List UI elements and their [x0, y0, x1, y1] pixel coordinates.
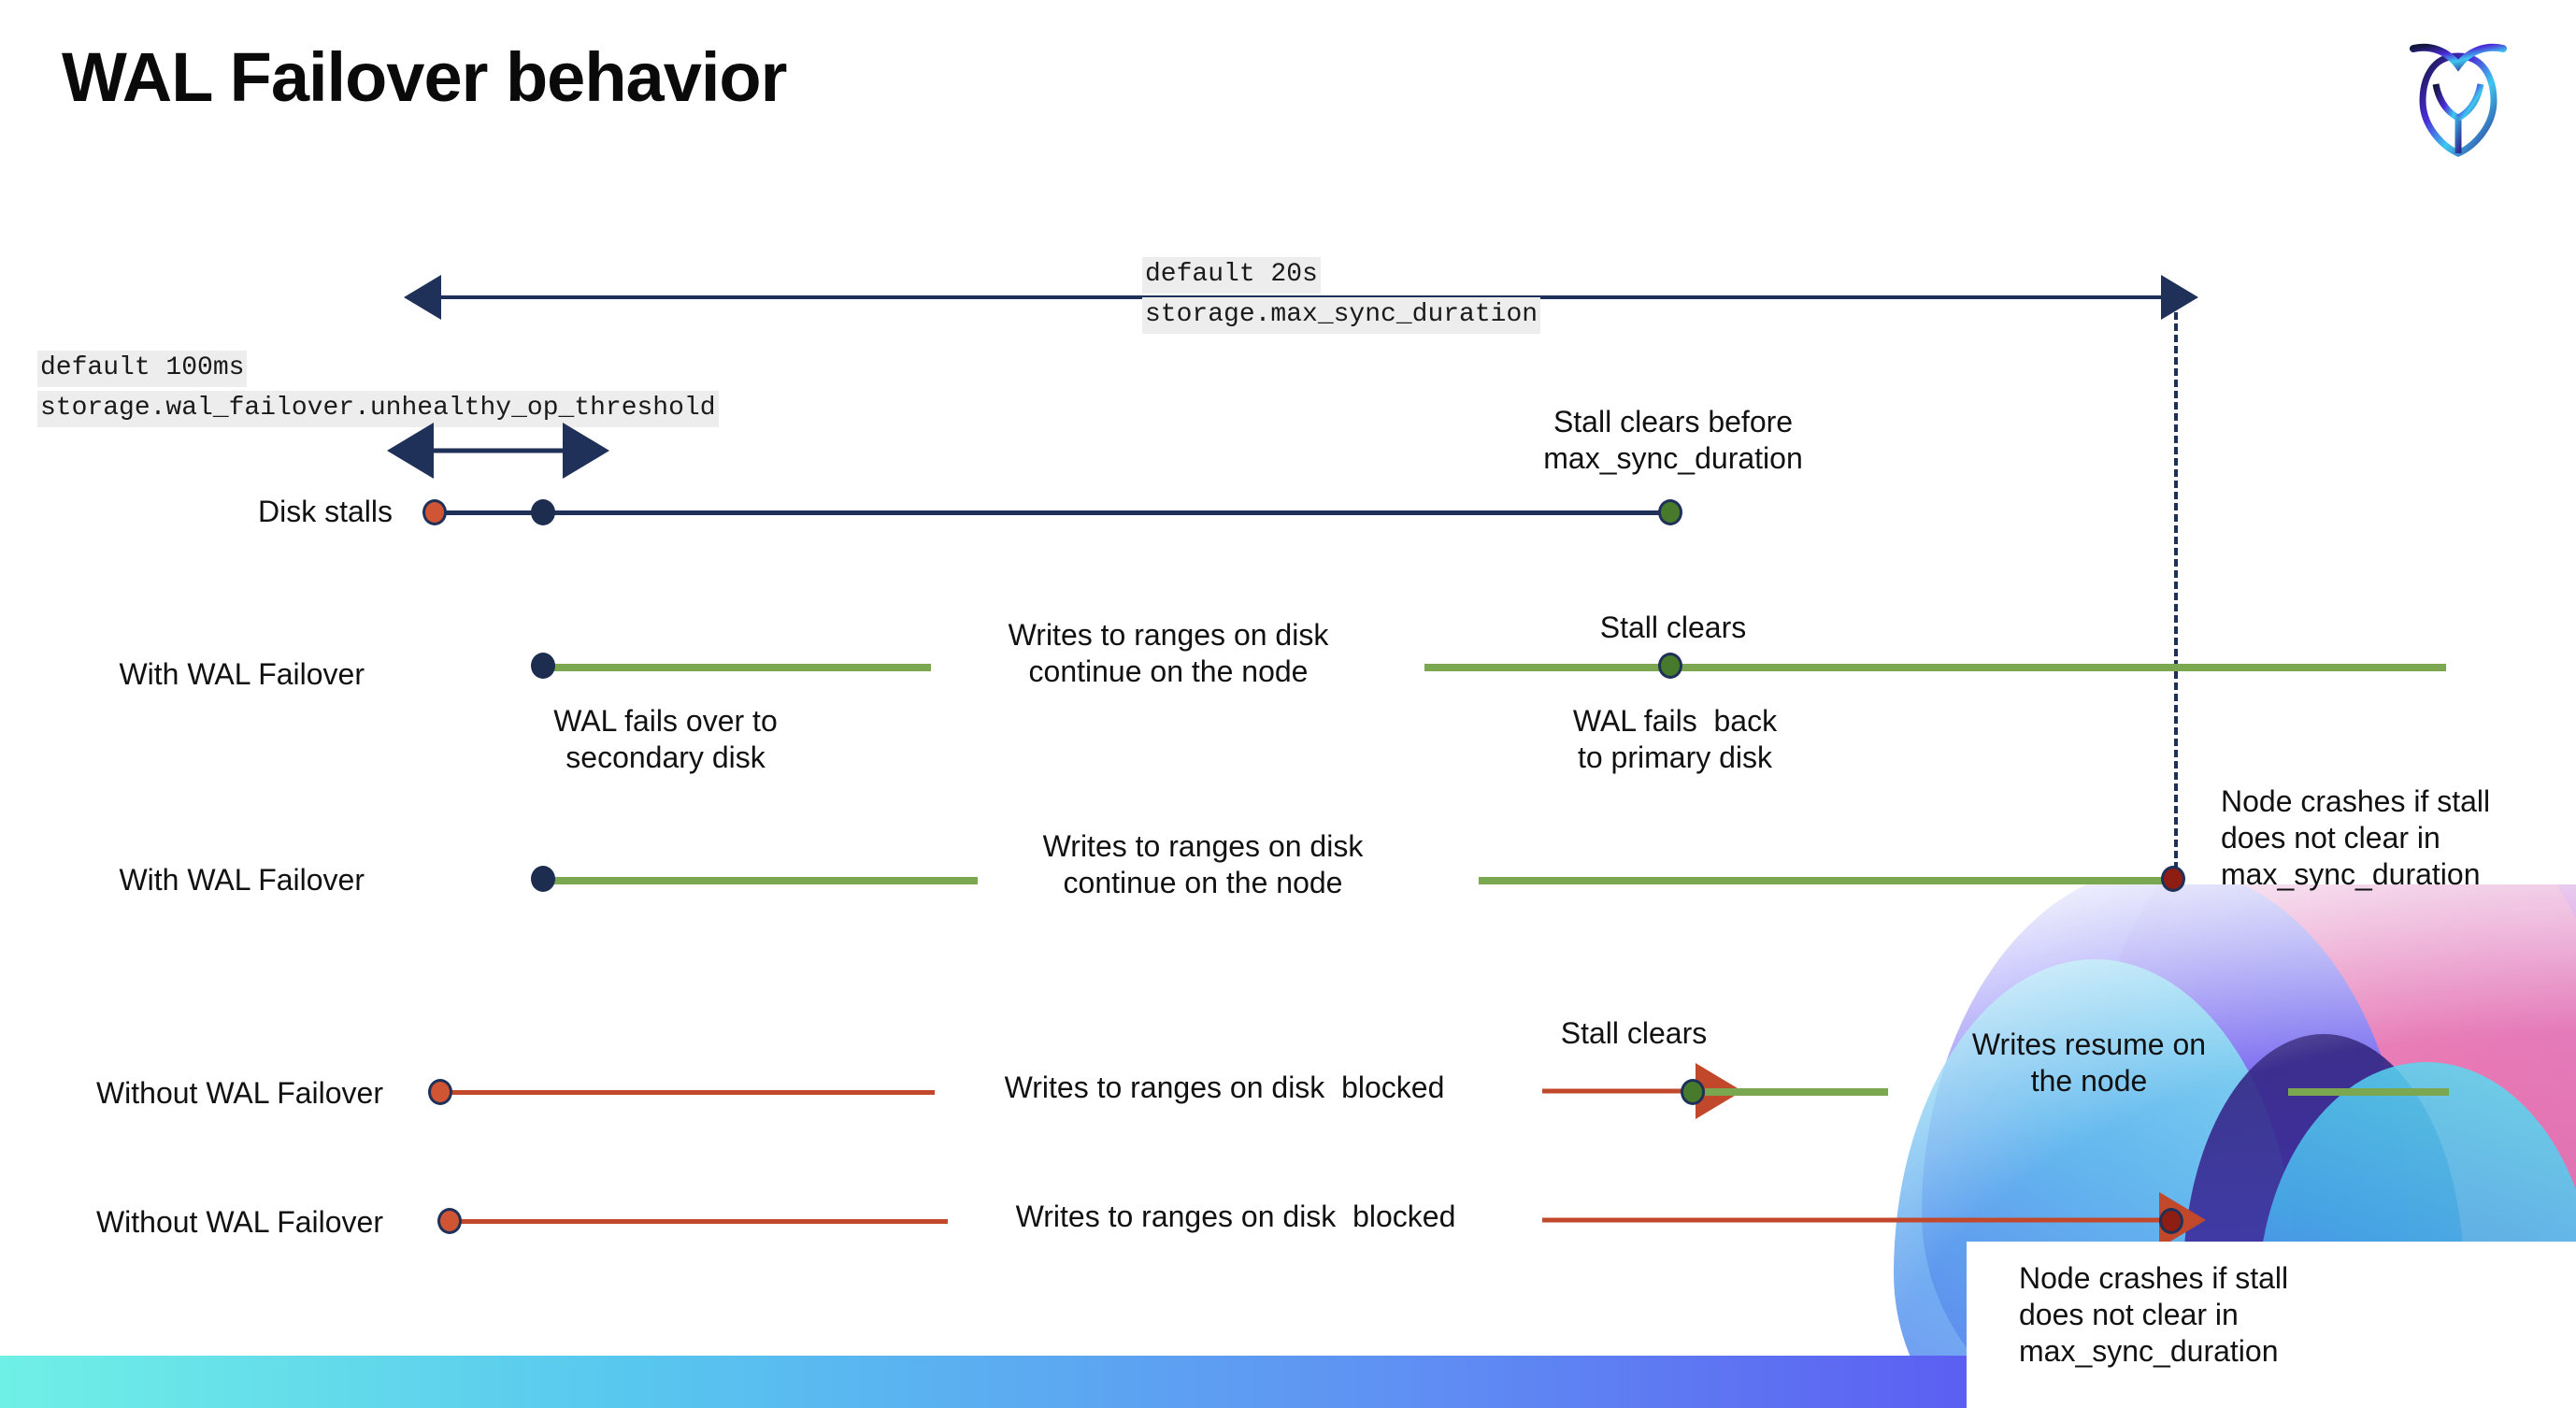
with-failover-crash-marker	[2161, 866, 2185, 892]
row-label-without-wal-failover-clears: Without WAL Failover	[95, 1076, 383, 1110]
row-label-with-wal-failover-crash: With WAL Failover	[119, 863, 365, 897]
without-failover-clears-mid-note: Writes to ranges on disk blocked	[1004, 1070, 1445, 1104]
without-failover-crash-start-marker	[437, 1208, 462, 1234]
without-failover-crash-mid-note: Writes to ranges on disk blocked	[1015, 1200, 1456, 1233]
max-sync-duration-setting-label: storage.max_sync_duration	[1142, 297, 1541, 334]
without-failover-crash-blocked-arrow	[1542, 1192, 2206, 1248]
with-failover-clears-clear-marker	[1658, 653, 1682, 679]
disk-stalls-clear-note: Stall clears before max_sync_duration	[1543, 405, 1803, 476]
with-failover-clears-segment-right	[1424, 664, 2446, 671]
page-title: WAL Failover behavior	[62, 38, 787, 116]
with-failover-clears-above-note: Stall clears	[1599, 611, 1747, 644]
row-label-with-wal-failover-clears: With WAL Failover	[119, 657, 365, 691]
without-failover-clears-resume-note: Writes resume on the node	[1971, 1027, 2207, 1099]
without-failover-clears-resume-left	[1705, 1088, 1888, 1096]
row-label-disk-stalls: Disk stalls	[257, 495, 393, 528]
disk-stalls-failover-marker	[531, 499, 555, 525]
without-failover-clears-above-note: Stall clears	[1560, 1016, 1708, 1050]
with-failover-clears-failback-note: WAL fails back to primary disk	[1572, 704, 1778, 775]
unhealthy-op-threshold-default-label: default 100ms	[37, 351, 248, 387]
without-failover-clears-blocked-arrow	[1542, 1063, 1742, 1119]
without-failover-crash-note: Node crashes if stall does not clear in …	[2019, 1261, 2289, 1369]
with-failover-clears-segment-left	[540, 664, 931, 671]
disk-stalls-start-marker	[422, 499, 447, 525]
without-failover-clears-clear-marker	[1681, 1079, 1705, 1105]
with-failover-crash-note: Node crashes if stall does not clear in …	[2221, 784, 2491, 892]
max-sync-duration-dropline	[2174, 301, 2178, 881]
with-failover-clears-mid-note: Writes to ranges on disk continue on the…	[1008, 618, 1329, 689]
unhealthy-op-threshold-setting-label: storage.wal_failover.unhealthy_op_thresh…	[37, 391, 719, 427]
without-failover-crash-blocked-left	[451, 1219, 948, 1224]
without-failover-clears-blocked-left	[437, 1090, 935, 1095]
with-failover-crash-start-marker	[531, 866, 555, 892]
cockroachdb-logo-icon	[2393, 28, 2524, 159]
with-failover-crash-segment-right	[1479, 877, 2174, 884]
without-failover-clears-resume-right	[2288, 1088, 2449, 1096]
with-failover-clears-start-note: WAL fails over to secondary disk	[553, 704, 778, 775]
row-label-without-wal-failover-crash: Without WAL Failover	[95, 1205, 383, 1239]
without-failover-crash-marker	[2159, 1208, 2183, 1234]
bottom-crash-callout-panel	[1967, 1242, 2576, 1408]
with-failover-clears-start-marker	[531, 653, 555, 679]
disk-stalls-timeline	[432, 510, 1677, 515]
with-failover-crash-segment-left	[540, 877, 978, 884]
disk-stalls-clear-marker	[1658, 499, 1682, 525]
with-failover-crash-mid-note: Writes to ranges on disk continue on the…	[1042, 829, 1364, 900]
without-failover-clears-start-marker	[428, 1079, 452, 1105]
max-sync-duration-default-label: default 20s	[1142, 257, 1321, 294]
unhealthy-op-threshold-span-arrow	[387, 423, 609, 479]
